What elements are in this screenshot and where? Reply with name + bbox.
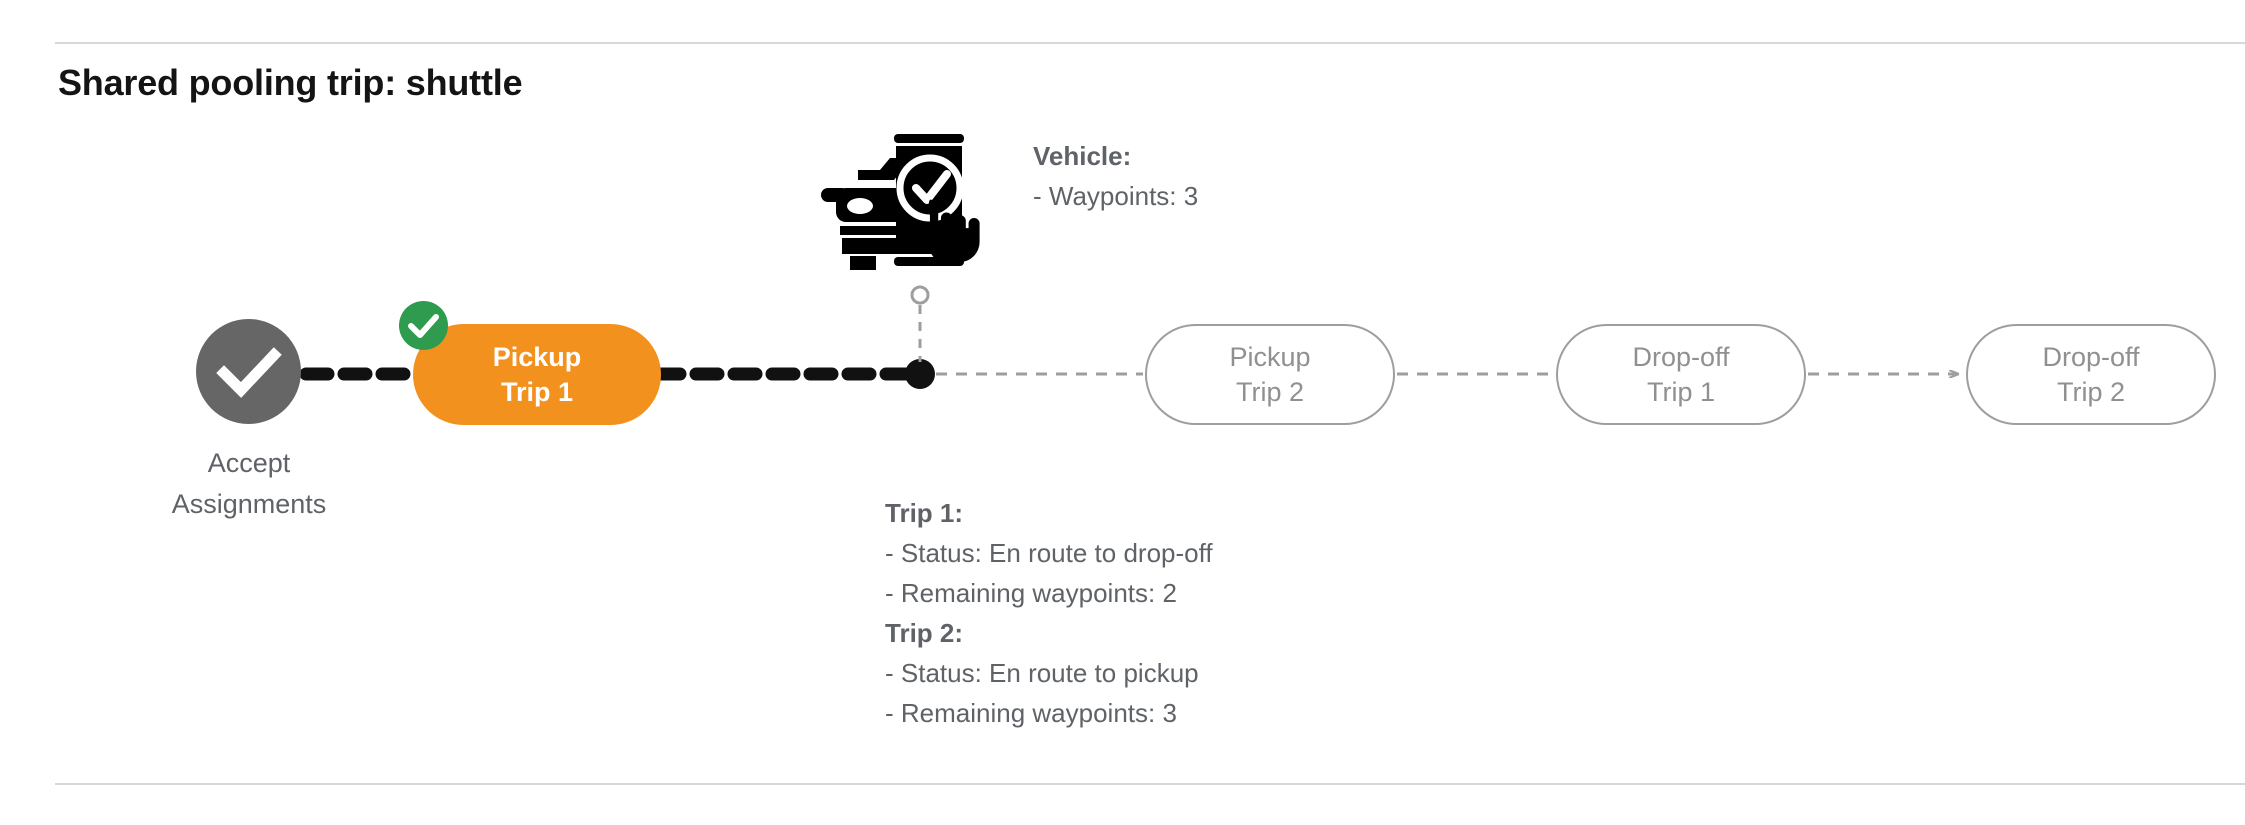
trip1-heading-text: Trip 1 <box>885 498 955 528</box>
vehicle-heading-suffix: : <box>1122 141 1132 171</box>
node-dropoff-trip-1[interactable]: Drop-off Trip 1 <box>1556 324 1806 425</box>
node-pickup-trip-1-line2: Trip 1 <box>500 376 574 407</box>
trip1-heading: Trip 1: <box>885 493 1213 533</box>
trips-annotation: Trip 1: - Status: En route to drop-off -… <box>885 493 1213 733</box>
trip2-waypoints-line: - Remaining waypoints: 3 <box>885 698 1177 728</box>
node-pickup-trip-2-line2: Trip 2 <box>1235 376 1304 407</box>
node-pickup-trip-1-line1: Pickup <box>492 341 582 372</box>
node-dropoff-trip-2-line2: Trip 2 <box>2056 376 2125 407</box>
node-dropoff-trip-1-line1: Drop-off <box>1632 341 1730 372</box>
node-pickup-trip-2-line1: Pickup <box>1229 341 1311 372</box>
node-pickup-trip-1[interactable]: Pickup Trip 1 <box>413 324 661 425</box>
node-dropoff-trip-2-line1: Drop-off <box>2042 341 2140 372</box>
node-pickup-trip-2[interactable]: Pickup Trip 2 <box>1145 324 1395 425</box>
vehicle-leader-ring <box>910 285 930 305</box>
divider-bottom <box>55 783 2245 785</box>
trip1-heading-suffix: : <box>954 498 964 528</box>
node-accept-assignments-label: Accept Assignments <box>108 443 390 525</box>
trip2-status-line: - Status: En route to pickup <box>885 658 1199 688</box>
node-accept-assignments[interactable] <box>196 319 301 424</box>
trip2-heading-suffix: : <box>954 618 964 648</box>
vehicle-annotation-heading: Vehicle: <box>1033 136 1198 176</box>
accept-label-line1: Accept <box>207 448 291 478</box>
trip1-waypoints-line: - Remaining waypoints: 2 <box>885 578 1177 608</box>
divider-top <box>55 42 2245 44</box>
page-title: Shared pooling trip: shuttle <box>58 62 523 103</box>
vehicle-waypoints-line: - Waypoints: 3 <box>1033 181 1199 211</box>
vehicle-position-dot <box>905 359 935 389</box>
trip2-heading: Trip 2: <box>885 613 1213 653</box>
node-dropoff-trip-2[interactable]: Drop-off Trip 2 <box>1966 324 2216 425</box>
check-circle-icon <box>216 347 282 398</box>
check-badge-icon <box>399 301 448 350</box>
vehicle-phone-check-icon <box>820 126 980 274</box>
vehicle-heading-text: Vehicle <box>1033 141 1123 171</box>
node-dropoff-trip-1-line2: Trip 1 <box>1646 376 1715 407</box>
trip2-heading-text: Trip 2 <box>885 618 955 648</box>
accept-label-line2: Assignments <box>171 489 327 519</box>
vehicle-annotation: Vehicle: - Waypoints: 3 <box>1033 136 1198 216</box>
trip1-status-line: - Status: En route to drop-off <box>885 538 1213 568</box>
